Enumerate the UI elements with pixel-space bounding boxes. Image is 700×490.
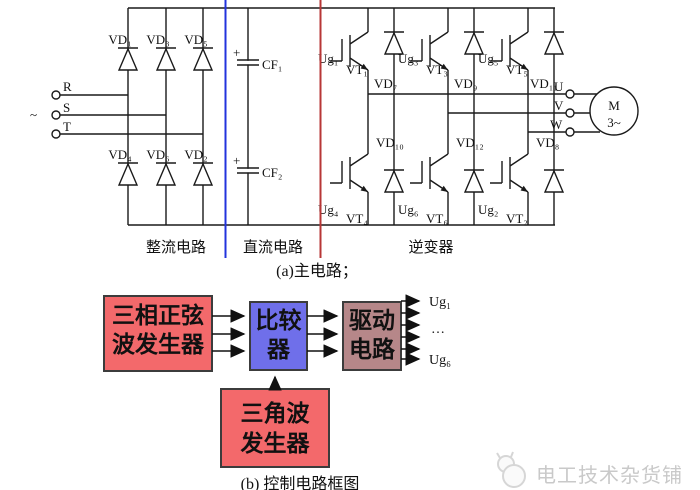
gate-label: Ug₃ [398,51,418,66]
diode-icon [117,162,139,186]
triangle-generator-label-line2: 发生器 [240,430,311,456]
terminal-v [565,108,575,118]
section-label-dc: 直流电路 [243,239,303,256]
wire [60,94,203,135]
diode-label: VD₃ [146,32,169,47]
igbt-icon [409,153,449,193]
control-diagram: 三相正弦 波发生器 比较 器 驱动 电路 三角波 发生器 Ug₁ … Ug₆ [103,294,451,490]
igbt-label: VT₂ [506,211,528,226]
output-label-u: U [554,79,564,94]
gate-output-dots: … [431,322,445,337]
igbt-icon [329,153,369,193]
diode-icon [192,162,214,186]
cap-label: CF₂ [262,165,282,180]
igbt-label: VT₄ [346,211,368,226]
output-label-w: W [550,117,563,132]
watermark: 电工技术杂货铺 [496,451,683,488]
diode-icon [155,47,177,71]
drive-circuit-box [342,301,402,371]
caption-main-circuit: (a)主电路； [276,262,358,280]
gate-label: Ug₄ [318,202,339,217]
wire [127,8,204,225]
wire [527,8,555,225]
drive-circuit-label-line1: 驱动 [349,308,395,333]
diode-label: VD₇ [374,76,397,91]
watermark-logo [496,451,526,488]
rectifier-section: VD₁ VD₃ VD₅ VD₄ VD₆ VD₂ [108,32,214,186]
terminal-r [51,90,61,100]
terminal-t [51,129,61,139]
section-label-rectifier: 整流电路 [146,239,206,256]
igbt-label: VT₆ [426,211,448,226]
sine-generator-label-line1: 三相正弦 [112,302,204,328]
wire [368,93,566,133]
diode-label: VD₅ [184,32,207,47]
diode-icon [463,169,485,193]
drive-circuit-label-line2: 电路 [349,336,396,362]
cap-label: CF₁ [262,57,282,72]
gate-label: Ug₆ [398,202,418,217]
terminal-w [565,127,575,137]
diode-label: VD₁₀ [376,135,404,150]
diode-label: VD₁₂ [456,135,484,150]
input-label-r: R [63,79,72,94]
igbt-label: VT₅ [506,62,528,77]
terminal-s [51,110,61,120]
diode-label: VD₉ [454,76,477,91]
input-label-t: T [63,119,71,134]
wire [447,8,475,225]
gate-output-label-top: Ug₁ [429,295,451,310]
section-label-inverter: 逆变器 [408,239,453,256]
cap-plus-sign: + [233,153,240,168]
diode-label: VD₆ [146,147,169,162]
dc-link-section: + CF₁ + CF₂ [233,45,282,180]
gate-label: Ug₅ [478,51,498,66]
terminal-u [565,89,575,99]
ac-source-symbol: ~ [30,107,37,122]
diode-label: VD₂ [184,147,207,162]
gate-label: Ug₂ [478,202,498,217]
gate-output-label-bottom: Ug₆ [429,353,451,368]
inverter-section: Ug₁ VT₁ VD₇ Ug₃ VT₃ VD₉ Ug₅ VT₅ VD₁₁ Ug₄… [318,31,565,226]
igbt-label: VT₃ [426,62,448,77]
sine-generator-label-line2: 波发生器 [112,331,205,357]
watermark-text: 电工技术杂货铺 [536,464,683,487]
cap-plus-sign: + [233,45,240,60]
main-circuit-wires [60,7,600,226]
comparator-box [249,301,308,371]
diode-icon [543,169,565,193]
diode-label: VD₁ [108,32,131,47]
igbt-icon [489,153,529,193]
triangle-generator-box [220,388,330,468]
motor-phase-label: 3~ [607,115,621,130]
gate-label: Ug₁ [318,51,338,66]
diode-icon [543,31,565,55]
diode-icon [383,169,405,193]
motor-label: M [608,98,620,113]
control-arrows [212,294,421,391]
wire [128,7,555,226]
input-terminals: R S T ~ [30,79,72,139]
comparator-label-line1: 比较 [256,307,302,333]
diode-label: VD₈ [536,135,559,150]
igbt-label: VT₁ [346,62,368,77]
sine-generator-box [103,295,213,372]
diode-icon [155,162,177,186]
motor-circle [589,86,639,136]
triangle-generator-label-line1: 三角波 [241,400,311,426]
output-label-v: V [554,98,564,113]
diode-label: VD₁₁ [530,76,558,91]
wire [574,93,600,133]
diode-icon [192,47,214,71]
caption-control-diagram: (b) 控制电路框图 [241,475,360,490]
input-label-s: S [63,100,70,115]
diode-icon [117,47,139,71]
diode-label: VD₄ [108,147,132,162]
comparator-label-line2: 器 [266,337,291,362]
output-and-motor: U V W M 3~ [550,79,639,137]
